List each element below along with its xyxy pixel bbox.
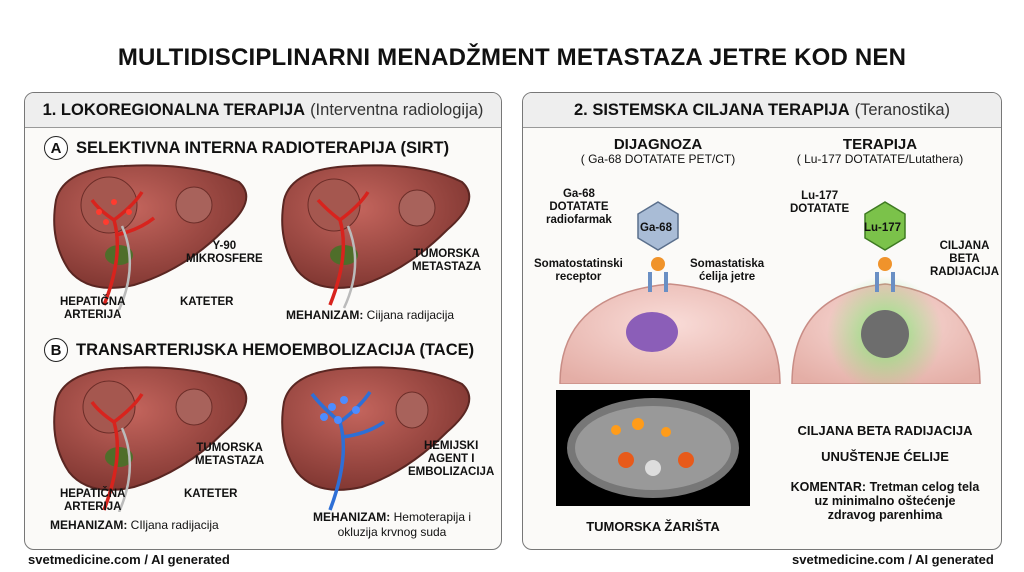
panel-left-header-bold: 1. LOKOREGIONALNA TERAPIJA bbox=[42, 100, 306, 119]
label-kateter-a: KATETER bbox=[180, 296, 234, 308]
lu177-ligand bbox=[878, 257, 892, 271]
label-lu177-hex: Lu-177 bbox=[864, 222, 902, 234]
ther-result-2: UNUŠTENJE ĆELIJE bbox=[821, 449, 949, 464]
label-beta: CILJANA BETA RADIJACIJA bbox=[930, 240, 1000, 278]
page-title: MULTIDISCIPLINARNI MENADŽMENT METASTAZA … bbox=[117, 44, 907, 71]
label-hepaticna-a: HEPATIČNA ARTERIJA bbox=[60, 296, 126, 321]
label-ga68-agent: Ga-68 DOTATATE radiofarmak bbox=[546, 188, 612, 226]
ther-comment-prefix: KOMENTAR: bbox=[790, 480, 867, 494]
liver-tace-1 bbox=[53, 366, 248, 512]
label-kateter-b: KATETER bbox=[184, 488, 238, 500]
ga68-receptor bbox=[648, 272, 668, 292]
panel-right-header-bold: 2. SISTEMSKA CILJANA TERAPIJA bbox=[573, 100, 850, 119]
ther-title: TERAPIJA bbox=[842, 136, 918, 153]
diag-subtitle: ( Ga-68 DOTATATE PET/CT) bbox=[580, 152, 736, 166]
pet-ct-image bbox=[556, 390, 750, 506]
diag-title-block: DIJAGNOZA ( Ga-68 DOTATATE PET/CT) bbox=[558, 136, 758, 166]
liver-tace-2 bbox=[281, 366, 471, 511]
label-hepaticna-b: HEPATIČNA ARTERIJA bbox=[60, 488, 126, 513]
mechanism-tace-1-prefix: MEHANIZAM: bbox=[50, 518, 128, 532]
label-cell: Somastatiska ćelija jetre bbox=[690, 258, 765, 283]
mechanism-tace-2-prefix: MEHANIZAM: bbox=[312, 510, 391, 524]
mechanism-tace-2-line2: okluzija krvnog suda bbox=[337, 525, 447, 539]
mechanism-tace-1-text: CIljana radijacija bbox=[130, 518, 219, 532]
lu177-hexagon bbox=[864, 201, 906, 251]
ther-comment: KOMENTAR: Tretman celog tela uz minimaln… bbox=[780, 480, 990, 522]
mechanism-sirt-prefix: MEHANIZAM: bbox=[286, 308, 364, 322]
ga68-hexagon bbox=[637, 201, 679, 251]
section-b-badge: B bbox=[44, 338, 68, 362]
section-a-title: A SELEKTIVNA INTERNA RADIOTERAPIJA (SIRT… bbox=[44, 136, 449, 160]
diag-nucleus bbox=[626, 312, 678, 352]
footer-left[interactable]: svetmedicine.com / AI generated bbox=[28, 552, 230, 567]
footer-right[interactable]: svetmedicine.com / AI generated bbox=[792, 552, 994, 567]
theranostics-illustration bbox=[559, 201, 981, 384]
liver-sirt-1 bbox=[53, 164, 248, 310]
mechanism-sirt: MEHANIZAM: Ciijana radijacija bbox=[286, 308, 454, 323]
ther-comment-line2: uz minimalno oštećenje bbox=[814, 494, 956, 508]
ther-result-1: CILJANA BETA RADIJACIJA bbox=[797, 423, 973, 438]
label-tumorska-b: TUMORSKA METASTAZA bbox=[195, 442, 265, 467]
panel-left-header-light: (Interventna radiologija) bbox=[310, 100, 484, 119]
mechanism-tace-2-line1: Hemoterapija i bbox=[393, 510, 472, 524]
label-ga68-hex: Ga-68 bbox=[640, 222, 672, 234]
liver-sirt-2 bbox=[281, 164, 471, 309]
section-b-title: B TRANSARTERIJSKA HEMOEMBOLIZACIJA (TACE… bbox=[44, 338, 474, 362]
ther-comment-line3: zdravog parenhima bbox=[827, 508, 943, 522]
ther-tumor bbox=[861, 310, 909, 358]
label-y90: Y-90 MIKROSFERE bbox=[186, 240, 263, 265]
panel-header-left: 1. LOKOREGIONALNA TERAPIJA (Interventna … bbox=[25, 93, 501, 128]
mechanism-sirt-text: Ciijana radijacija bbox=[366, 308, 455, 322]
ther-subtitle: ( Lu-177 DOTATATE/Lutathera) bbox=[796, 152, 964, 166]
section-b-text: TRANSARTERIJSKA HEMOEMBOLIZACIJA (TACE) bbox=[76, 340, 475, 359]
ther-title-block: TERAPIJA ( Lu-177 DOTATATE/Lutathera) bbox=[770, 136, 990, 166]
section-a-badge: A bbox=[44, 136, 68, 160]
diag-title: DIJAGNOZA bbox=[613, 136, 703, 153]
ther-comment-line1: Tretman celog tela bbox=[869, 480, 980, 494]
label-receptor: Somatostatinski receptor bbox=[534, 258, 623, 283]
diag-result: TUMORSKA ŽARIŠTA bbox=[586, 519, 720, 534]
ga68-ligand bbox=[651, 257, 665, 271]
mechanism-tace-1: MEHANIZAM: CIljana radijacija bbox=[50, 518, 219, 533]
label-tumorska-a: TUMORSKA METASTAZA bbox=[412, 248, 482, 273]
panel-header-right: 2. SISTEMSKA CILJANA TERAPIJA (Teranosti… bbox=[523, 93, 1001, 128]
section-a-text: SELEKTIVNA INTERNA RADIOTERAPIJA (SIRT) bbox=[76, 138, 450, 157]
label-hemijski: HEMIJSKI AGENT I EMBOLIZACIJA bbox=[408, 440, 495, 478]
lu177-receptor bbox=[875, 272, 895, 292]
label-lu177-agent: Lu-177 DOTATATE bbox=[790, 190, 850, 215]
panel-right-header-light: (Teranostika) bbox=[854, 100, 951, 119]
